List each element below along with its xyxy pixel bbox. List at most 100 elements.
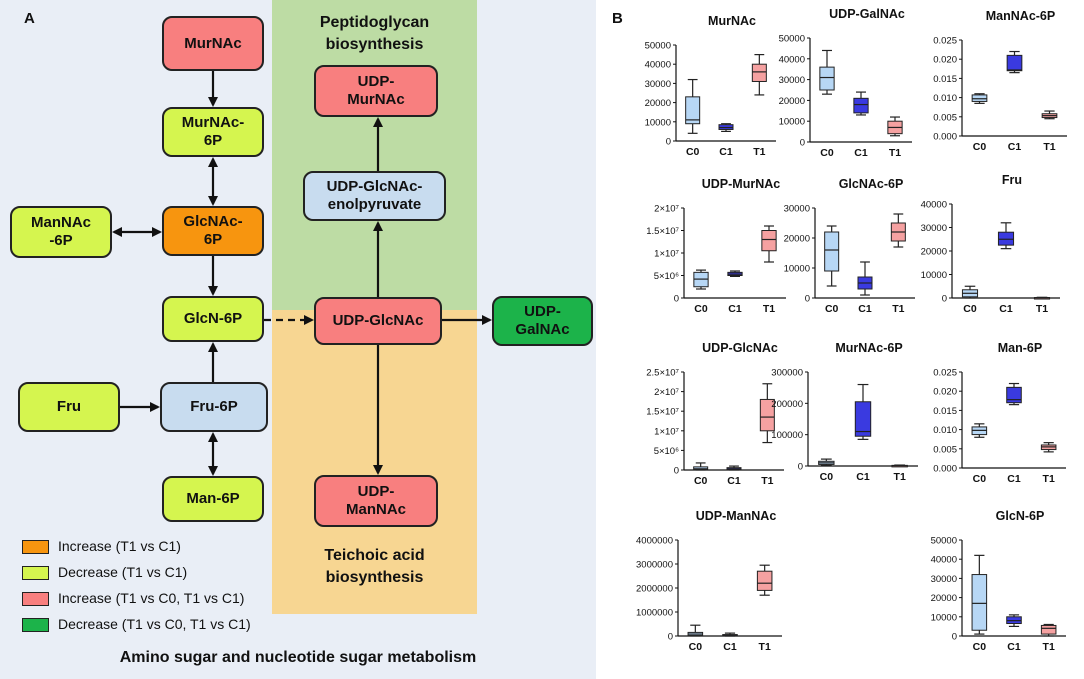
plot-title: UDP-GlcNAc — [702, 341, 778, 355]
y-tick-label: 0 — [668, 632, 673, 643]
box-iqr — [824, 231, 840, 272]
y-tick-label: 30000 — [921, 223, 947, 234]
y-tick-label: 50000 — [931, 536, 957, 547]
y-tick-label: 30000 — [931, 574, 957, 585]
y-tick-label: 20000 — [931, 593, 957, 604]
box-t1 — [887, 116, 903, 137]
legend-label-increase-both: Increase (T1 vs C0, T1 vs C1) — [58, 590, 245, 606]
box-iqr — [1040, 624, 1057, 635]
x-tick-label: C1 — [1007, 473, 1021, 485]
box-t1 — [1041, 110, 1058, 120]
y-tick-label: 40000 — [931, 555, 957, 566]
y-tick-label: 10000 — [645, 117, 671, 128]
x-tick-label: C0 — [820, 471, 834, 483]
y-tick-label: 1×10⁷ — [654, 249, 679, 260]
y-tick-label: 100000 — [771, 430, 803, 441]
y-tick-label: 20000 — [645, 98, 671, 109]
x-tick-label: T1 — [889, 147, 901, 159]
box-iqr — [751, 63, 767, 82]
x-tick-label: C1 — [728, 303, 742, 315]
legend-swatch-decrease-both — [22, 618, 49, 632]
y-tick-label: 0.025 — [933, 36, 957, 47]
box-c1 — [854, 383, 872, 440]
box-c1 — [853, 91, 869, 116]
pathway-panel: A Peptidoglycan biosynthesis Teichoic ac… — [0, 0, 596, 679]
box-c1 — [857, 261, 873, 296]
x-tick-label: T1 — [761, 475, 773, 487]
legend-label-increase-c1: Increase (T1 vs C1) — [58, 538, 181, 554]
y-tick-label: 0.000 — [933, 464, 957, 475]
box-t1 — [756, 564, 773, 596]
legend-label-decrease-c1: Decrease (T1 vs C1) — [58, 564, 188, 580]
y-tick-label: 0.005 — [933, 444, 957, 455]
y-tick-label: 2×10⁷ — [654, 204, 679, 215]
box-t1 — [1033, 296, 1051, 300]
y-tick-label: 0.010 — [933, 93, 957, 104]
x-tick-label: T1 — [763, 303, 775, 315]
y-tick-label: 2.5×10⁷ — [646, 368, 679, 379]
y-tick-label: 1.5×10⁷ — [646, 407, 679, 418]
y-tick-label: 2×10⁷ — [654, 387, 679, 398]
y-tick-label: 20000 — [921, 247, 947, 258]
y-tick-label: 0 — [800, 138, 805, 149]
x-tick-label: C1 — [719, 146, 733, 158]
x-tick-label: T1 — [894, 471, 906, 483]
x-tick-label: C1 — [723, 641, 737, 653]
y-tick-label: 0 — [942, 294, 947, 305]
box-iqr — [971, 574, 988, 631]
box-c1 — [1006, 382, 1022, 406]
peptidoglycan-region — [272, 0, 477, 310]
y-tick-label: 0.010 — [933, 425, 957, 436]
box-c1 — [1006, 614, 1022, 628]
box-iqr — [761, 230, 777, 252]
box-c0 — [687, 624, 704, 637]
panel-a-label: A — [24, 10, 35, 27]
legend-swatch-increase-c1 — [22, 540, 49, 554]
y-tick-label: 30000 — [779, 75, 805, 86]
y-tick-label: 0.000 — [933, 132, 957, 143]
y-tick-label: 40000 — [921, 200, 947, 211]
x-tick-label: T1 — [759, 641, 771, 653]
node-fru: Fru — [18, 382, 120, 432]
box-t1 — [761, 225, 777, 263]
node-udp-galnac: UDP- GalNAc — [492, 296, 593, 346]
box-t1 — [751, 53, 767, 96]
plot-title: Man-6P — [998, 341, 1042, 355]
x-tick-label: C0 — [820, 147, 834, 159]
box-c0 — [971, 554, 988, 635]
peptidoglycan-title: Peptidoglycan biosynthesis — [319, 14, 430, 53]
y-tick-label: 0.020 — [933, 55, 957, 66]
plot-title: ManNAc-6P — [986, 9, 1055, 23]
y-tick-label: 3000000 — [636, 560, 673, 571]
x-tick-label: C1 — [999, 303, 1013, 315]
y-tick-label: 1×10⁷ — [654, 426, 679, 437]
box-c1 — [727, 270, 743, 278]
box-c0 — [685, 78, 701, 134]
x-tick-label: T1 — [1043, 141, 1055, 153]
y-tick-label: 0 — [805, 294, 810, 305]
y-tick-label: 30000 — [645, 79, 671, 90]
plot-title: MurNAc-6P — [835, 341, 902, 355]
x-tick-label: C1 — [858, 303, 872, 315]
box-c0 — [819, 49, 835, 95]
box-c1 — [997, 222, 1015, 250]
plot-title: Fru — [1002, 173, 1022, 187]
box-t1 — [759, 383, 775, 444]
x-tick-label: C1 — [854, 147, 868, 159]
node-murnac-6p: MurNAc- 6P — [162, 107, 264, 157]
y-tick-label: 0.025 — [933, 368, 957, 379]
box-c0 — [693, 462, 709, 471]
x-tick-label: C0 — [963, 303, 977, 315]
y-tick-label: 0.015 — [933, 74, 957, 85]
node-udp-glcnac-enolpyruvate: UDP-GlcNAc- enolpyruvate — [303, 171, 446, 221]
box-c1 — [726, 465, 742, 471]
x-tick-label: C1 — [1008, 141, 1022, 153]
y-tick-label: 5×10⁶ — [654, 271, 679, 282]
